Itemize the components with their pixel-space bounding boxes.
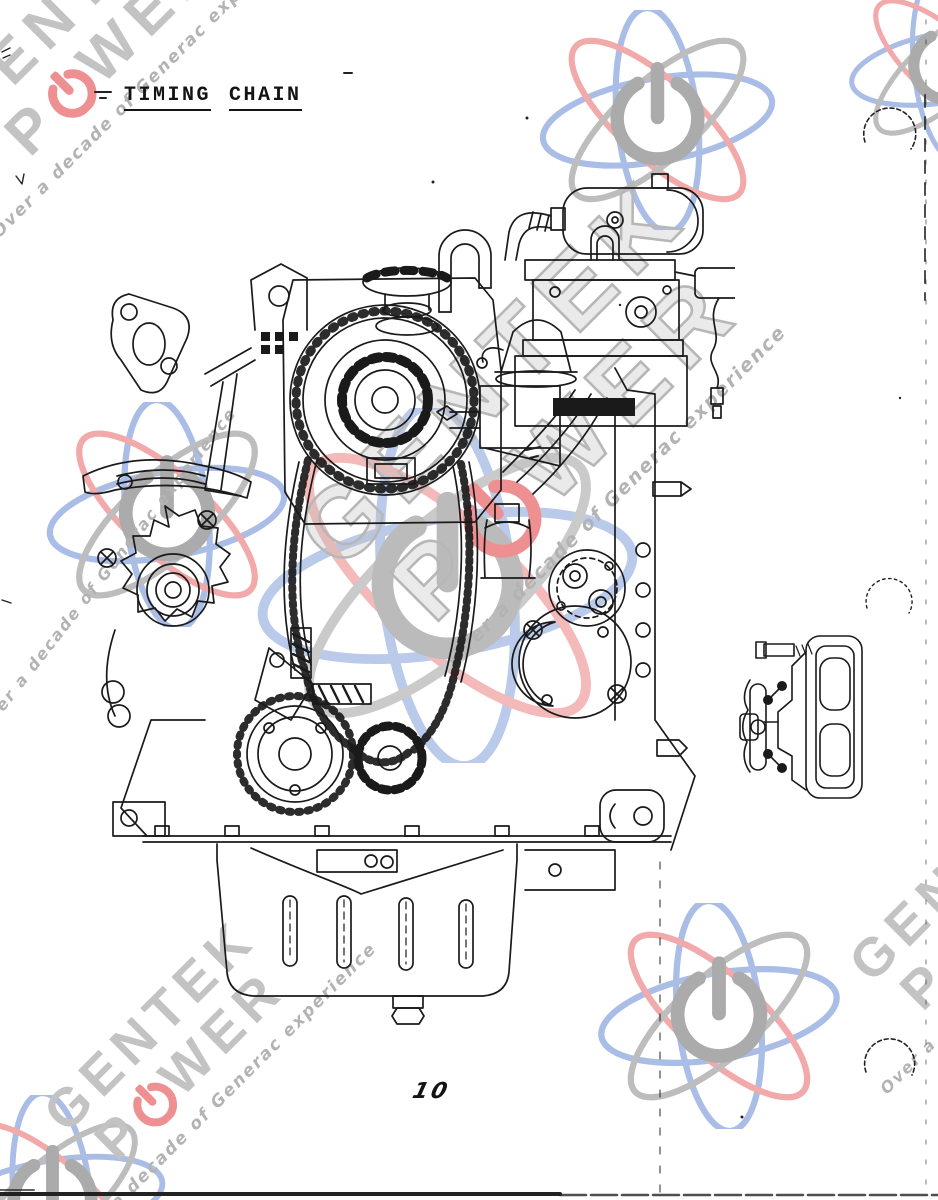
oil-pan-and-flange (112, 719, 672, 1025)
fuel-pump (548, 549, 626, 627)
alternator-and-adjusting-strap (82, 459, 252, 728)
engine-block-right-side (524, 367, 696, 891)
atom-logo-icon (845, 0, 938, 159)
water-pump-side-view-figure (739, 635, 863, 799)
page-title-word: TIMING (124, 84, 212, 111)
power-symbol-icon (132, 1082, 177, 1127)
power-symbol-icon (925, 920, 938, 986)
oil-filler-cap-and-breather-tube (362, 229, 492, 336)
page-title: TIMING CHAIN (124, 84, 302, 111)
watermark-tagline: Over a decade of Generac experience (876, 796, 938, 1099)
engine-front-view-figure (82, 173, 735, 1025)
page-title-word: CHAIN (229, 84, 302, 111)
timing-cover-and-chain (233, 277, 502, 816)
engine-hanger-bracket (250, 263, 308, 354)
air-cleaner-and-carburetor (504, 173, 735, 427)
power-symbol-icon (47, 69, 97, 118)
atom-logo-icon (0, 1095, 170, 1200)
exhaust-flange-and-struts (110, 293, 256, 497)
page-number: 10 (409, 1079, 453, 1104)
